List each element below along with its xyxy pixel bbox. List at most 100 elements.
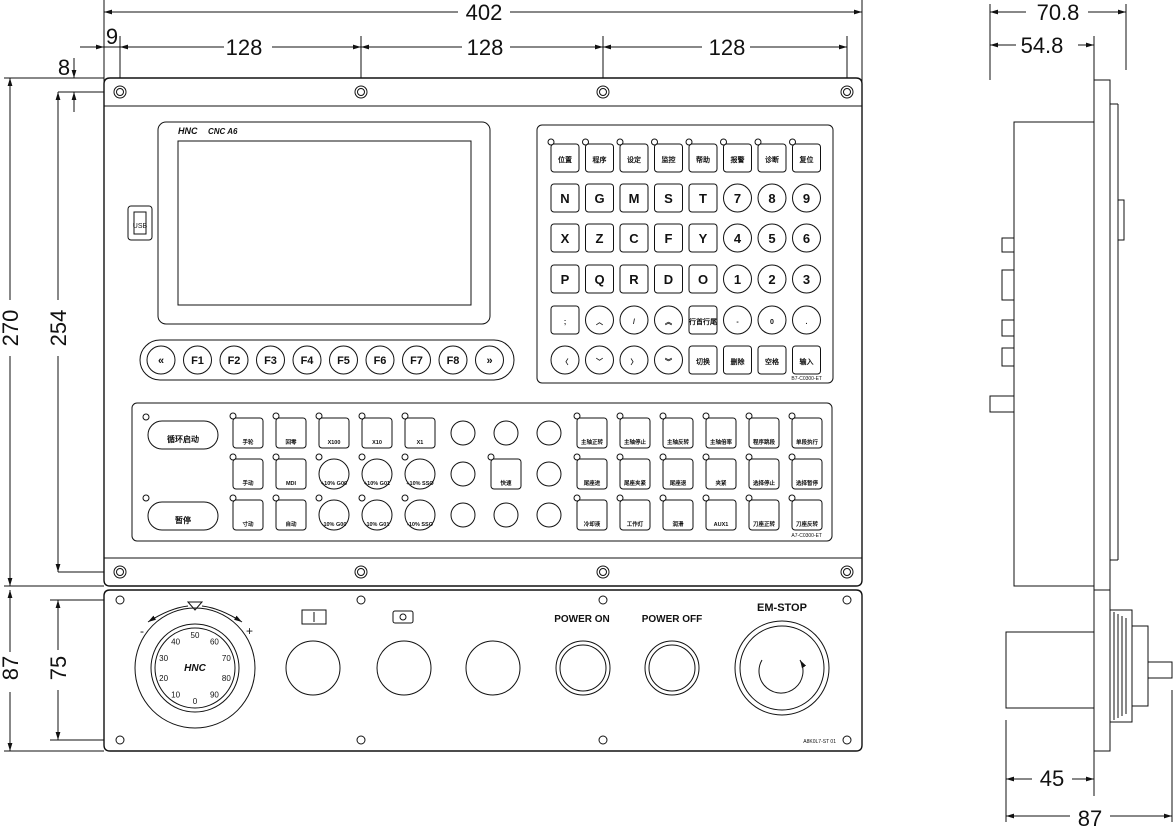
machine-key-row2-10[interactable]: 尾座退	[659, 453, 694, 490]
fkey-6[interactable]: F6	[365, 345, 395, 375]
machine-key-row1-11[interactable]: 主轴倍率	[702, 412, 737, 449]
machine-key-row3-10[interactable]: 润滑	[659, 494, 694, 531]
machine-key-row1-12[interactable]: 程序跳段	[745, 412, 780, 449]
machine-key-row2-5[interactable]	[450, 461, 476, 487]
fkey-3[interactable]: F3	[256, 345, 285, 375]
machine-key-row3-13[interactable]: 刀座反转	[788, 494, 823, 531]
machine-key-row1-9[interactable]: 主轴停止	[616, 412, 651, 449]
machine-key-row2-4[interactable]: +10% SSO	[401, 453, 436, 490]
keypad-key-row3-0[interactable]: X	[550, 223, 580, 253]
keypad-key-row2-1[interactable]: G	[585, 183, 614, 213]
fkey-5[interactable]: F5	[329, 345, 358, 375]
keypad-key-row2-7[interactable]: 9	[792, 183, 821, 213]
keypad-key-row2-4[interactable]: T	[688, 183, 718, 213]
keypad-key-row3-2[interactable]: C	[619, 223, 649, 253]
keypad-key-row4-4[interactable]: O	[688, 264, 718, 294]
machine-key-row1-3[interactable]: X10	[358, 412, 393, 449]
power-off-button[interactable]: POWER OFF	[642, 614, 703, 696]
keypad-key-row3-6[interactable]: 5	[757, 223, 787, 253]
machine-key-row2-1[interactable]: MDI	[272, 453, 307, 490]
machine-key-row1-4[interactable]: X1	[401, 412, 436, 449]
keypad-key-row4-3[interactable]: D	[654, 264, 683, 294]
keypad-key-row3-3[interactable]: F	[654, 223, 683, 253]
keypad-key-row5-2[interactable]: /	[619, 305, 649, 335]
machine-key-row2-11[interactable]: 夹紧	[702, 453, 737, 490]
machine-key-row3-4[interactable]: -10% SSO	[401, 494, 436, 531]
machine-key-row1-1[interactable]: 回零	[272, 412, 307, 449]
blank-button[interactable]	[465, 640, 521, 696]
machine-key-row3-3[interactable]: -10% G01	[358, 494, 393, 531]
keypad-key-row6-6[interactable]: 空格	[757, 345, 787, 375]
machine-key-row3-11[interactable]: AUX1	[702, 494, 737, 531]
machine-side-top-button[interactable]: 循环启动	[142, 413, 219, 450]
keypad-key-row6-7[interactable]: 输入	[792, 345, 821, 375]
machine-key-row3-7[interactable]	[536, 502, 562, 528]
keypad-key-row4-5[interactable]: 1	[723, 264, 752, 294]
machine-key-row1-6[interactable]	[493, 420, 519, 446]
keypad-key-row6-1[interactable]: ﹀	[585, 345, 614, 375]
machine-key-row2-6[interactable]: 快速	[487, 453, 522, 490]
keypad-key-row6-0[interactable]: 〈	[550, 345, 580, 375]
keypad-key-row6-2[interactable]: 〉	[619, 345, 649, 375]
machine-key-row2-0[interactable]: 手动	[229, 453, 264, 490]
machine-side-bottom-button[interactable]: 暂停	[142, 494, 219, 531]
keypad-key-row4-0[interactable]: P	[550, 264, 580, 294]
machine-key-row1-8[interactable]: 主轴正转	[573, 412, 608, 449]
keypad-key-row5-0[interactable]: ;	[550, 305, 580, 335]
keypad-key-row5-5[interactable]: -	[723, 305, 752, 335]
machine-key-row2-8[interactable]: 尾座进	[573, 453, 608, 490]
keypad-key-row3-7[interactable]: 6	[792, 223, 821, 253]
fkey-7[interactable]: F7	[402, 345, 431, 375]
machine-key-row3-8[interactable]: 冷却液	[573, 494, 608, 531]
keypad-key-row2-0[interactable]: N	[550, 183, 580, 213]
keypad-key-row1-4[interactable]: 帮助	[685, 138, 718, 173]
fkey-1[interactable]: F1	[183, 345, 212, 375]
keypad-key-row5-3[interactable]: ︽	[654, 305, 683, 335]
machine-key-row1-10[interactable]: 主轴反转	[659, 412, 694, 449]
feed-hold-button[interactable]	[376, 610, 432, 696]
keypad-key-row1-6[interactable]: 诊断	[754, 138, 787, 173]
fkey-2[interactable]: F2	[219, 345, 249, 375]
keypad-key-row2-6[interactable]: 8	[757, 183, 787, 213]
machine-key-row2-3[interactable]: +10% G01	[358, 453, 393, 490]
machine-key-row3-0[interactable]: 寸动	[229, 494, 264, 531]
keypad-key-row2-2[interactable]: M	[619, 183, 649, 213]
machine-key-row3-2[interactable]: -10% G00	[315, 494, 350, 531]
machine-key-row1-2[interactable]: X100	[315, 412, 350, 449]
keypad-key-row3-5[interactable]: 4	[723, 223, 752, 253]
usb-port-icon[interactable]: USB	[127, 205, 153, 241]
machine-key-row2-12[interactable]: 选择停止	[745, 453, 780, 490]
keypad-key-row4-7[interactable]: 3	[792, 264, 821, 294]
keypad-key-row5-4[interactable]: 行首行尾	[688, 305, 718, 335]
machine-key-row2-2[interactable]: +10% G00	[315, 453, 350, 490]
machine-key-row3-1[interactable]: 自动	[272, 494, 307, 531]
keypad-key-row6-5[interactable]: 删除	[723, 345, 752, 375]
fkey-0[interactable]: «	[146, 345, 176, 375]
machine-key-row1-5[interactable]	[450, 420, 476, 446]
keypad-key-row4-2[interactable]: R	[619, 264, 649, 294]
machine-key-row2-7[interactable]	[536, 461, 562, 487]
keypad-key-row4-6[interactable]: 2	[757, 264, 787, 294]
keypad-key-row6-4[interactable]: 切换	[688, 345, 718, 375]
machine-key-row1-0[interactable]: 手轮	[229, 412, 264, 449]
machine-key-row3-9[interactable]: 工作灯	[616, 494, 651, 531]
keypad-key-row5-1[interactable]: ︿	[585, 305, 614, 335]
keypad-key-row4-1[interactable]: Q	[585, 264, 614, 294]
machine-key-row1-7[interactable]	[536, 420, 562, 446]
machine-key-row2-9[interactable]: 尾座夹紧	[616, 453, 651, 490]
machine-key-row3-6[interactable]	[493, 502, 519, 528]
keypad-key-row1-7[interactable]: 复位	[789, 138, 821, 173]
keypad-key-row1-3[interactable]: 监控	[651, 138, 683, 173]
emergency-stop-button[interactable]: EM-STOP	[734, 602, 830, 716]
keypad-key-row1-5[interactable]: 报警	[720, 138, 752, 173]
fkey-9[interactable]: »	[475, 345, 504, 375]
cycle-start-button[interactable]	[285, 609, 341, 696]
fkey-8[interactable]: F8	[438, 345, 468, 375]
keypad-key-row5-7[interactable]: .	[792, 305, 821, 335]
machine-key-row3-12[interactable]: 刀座正转	[745, 494, 780, 531]
power-on-button[interactable]: POWER ON	[554, 614, 611, 696]
machine-key-row1-13[interactable]: 单段执行	[788, 412, 823, 449]
machine-key-row2-13[interactable]: 选择暂停	[788, 453, 823, 490]
fkey-4[interactable]: F4	[292, 345, 322, 375]
